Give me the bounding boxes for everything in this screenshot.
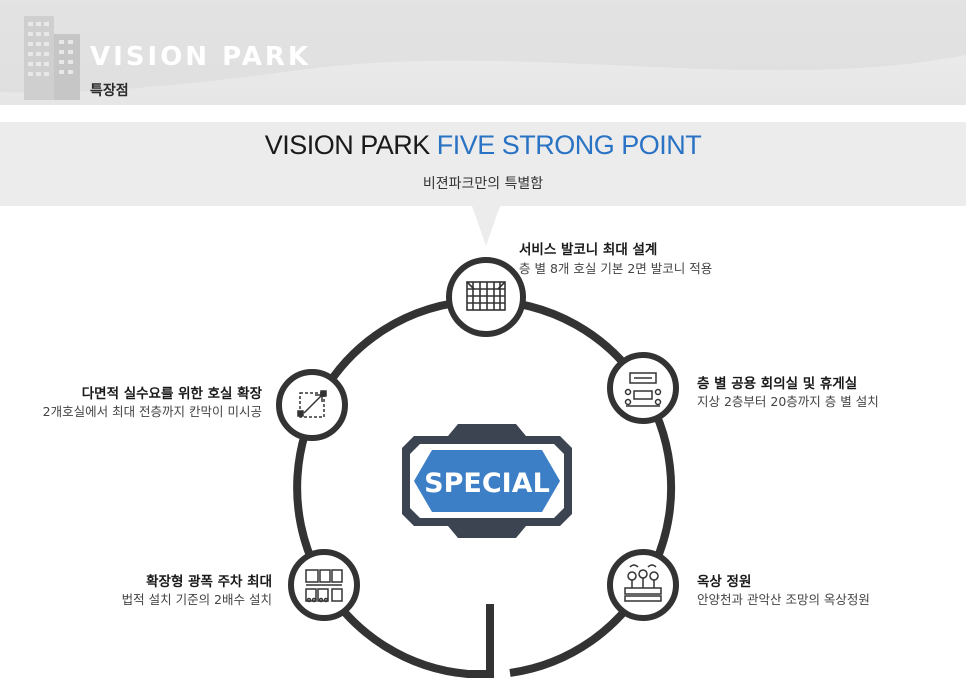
intro-band [0,122,966,206]
rooftop-garden-icon [624,564,662,602]
feature-title-parking: 확장형 광폭 주차 최대 [146,574,272,590]
feature-title-meeting: 층 별 공용 회의실 및 휴게실 [697,376,858,392]
page-title: 특장점 [90,83,129,99]
feature-title-expand: 다면적 실수요를 위한 호실 확장 [81,386,262,402]
feature-node-garden [607,549,679,621]
special-badge: SPECIAL [402,424,572,538]
feature-desc-garden: 안양천과 관악산 조망의 옥상정원 [697,592,870,607]
feature-node-expand [276,369,348,441]
feature-desc-balcony: 층 별 8개 호실 기본 2면 발코니 적용 [519,261,713,276]
header-swoosh [0,0,966,93]
header-banner: VISION PARK 특장점 [0,0,966,105]
subhead: 비젼파크만의 특별함 [422,176,544,192]
meeting-room-icon [624,372,662,407]
parking-icon [305,569,343,603]
feature-desc-expand: 2개호실에서 최대 전층까지 칸막이 미시공 [42,404,262,419]
special-label: SPECIAL [424,468,550,499]
feature-node-parking [288,549,360,621]
balcony-grid-icon [466,281,506,311]
expand-room-icon [297,390,327,418]
feature-title-balcony: 서비스 발코니 최대 설계 [519,242,658,258]
feature-node-balcony [446,257,526,337]
headline-accent: FIVE STRONG POINT [436,130,702,160]
headline: VISION PARK FIVE STRONG POINT [0,130,966,161]
brand-title: VISION PARK [90,42,312,72]
feature-title-garden: 옥상 정원 [697,574,752,590]
feature-desc-parking: 법적 설치 기준의 2배수 설치 [121,592,272,607]
building-icon [24,16,80,100]
headline-main: VISION PARK [264,130,431,160]
intro-pointer [472,206,500,246]
feature-node-meeting [607,352,679,424]
feature-desc-meeting: 지상 2층부터 20층까지 층 별 설치 [697,394,879,409]
